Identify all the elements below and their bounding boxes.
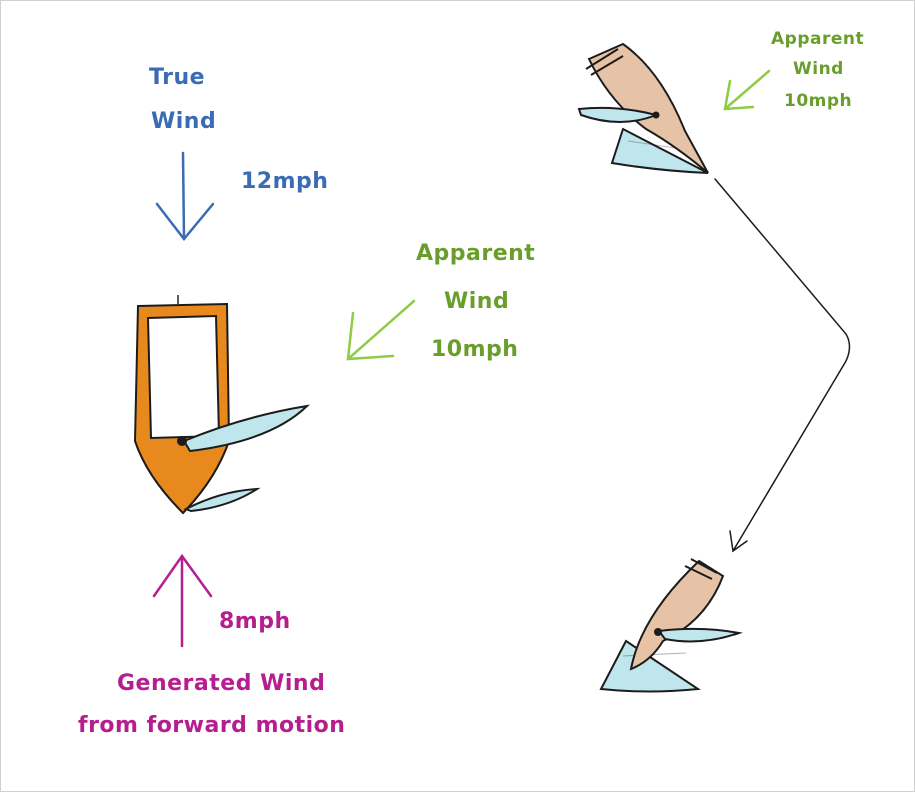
bottom-right-boat-wake xyxy=(599,639,701,693)
apparent-wind-small-title-2: Wind xyxy=(793,59,844,79)
bottom-right-boat-hull xyxy=(629,559,725,671)
main-boat-mast xyxy=(177,436,187,446)
apparent-wind-title-2: Wind xyxy=(444,289,510,314)
apparent-wind-arrow xyxy=(346,299,416,361)
bottom-right-boat xyxy=(599,558,743,693)
apparent-wind-arrow-small xyxy=(723,69,771,111)
main-boat-jib xyxy=(183,487,261,513)
apparent-wind-small-title-1: Apparent xyxy=(771,29,865,49)
top-right-boat-hull xyxy=(587,42,709,174)
apparent-wind-title-1: Apparent xyxy=(416,241,536,266)
top-right-boat-mast xyxy=(652,111,660,119)
generated-wind-arrow xyxy=(152,553,213,648)
generated-wind-line-2: from forward motion xyxy=(78,713,346,738)
generated-wind-speed: 8mph xyxy=(219,609,291,634)
apparent-wind-small-speed: 10mph xyxy=(784,91,853,111)
bottom-right-boat-mast xyxy=(654,628,662,636)
top-right-boat xyxy=(577,42,709,174)
top-right-boat-wake xyxy=(610,127,709,174)
main-boat-cockpit xyxy=(146,314,221,440)
true-wind-speed: 12mph xyxy=(241,169,329,194)
true-wind-title-2: Wind xyxy=(151,109,217,134)
main-boat xyxy=(133,295,310,515)
bottom-right-boat-sail xyxy=(657,627,743,643)
apparent-wind-speed: 10mph xyxy=(431,337,519,362)
true-wind-title-1: True xyxy=(149,65,206,90)
main-boat-mainsail xyxy=(182,404,310,453)
course-path xyxy=(714,178,851,553)
true-wind-arrow xyxy=(155,151,215,242)
generated-wind-line-1: Generated Wind xyxy=(117,671,326,696)
